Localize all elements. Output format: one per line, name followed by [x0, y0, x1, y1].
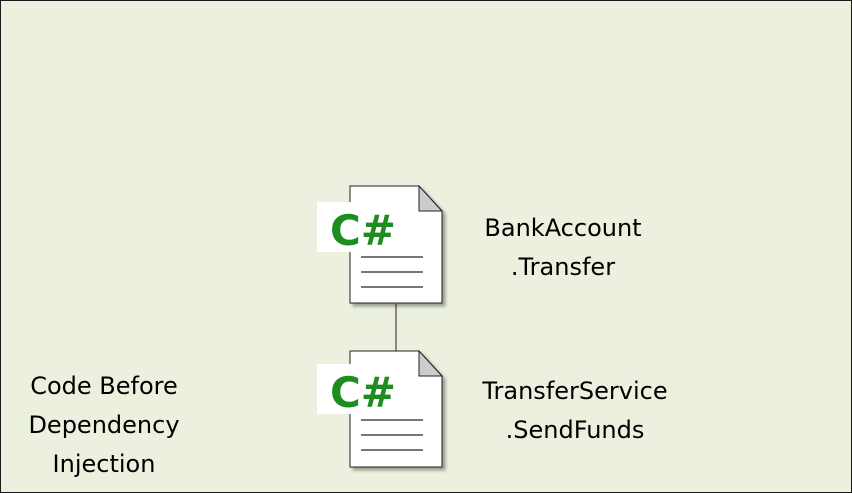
- node-label-transferservice: TransferService .SendFunds: [465, 372, 685, 450]
- diagram-caption: Code Before Dependency Injection: [9, 367, 199, 484]
- file-node-transferservice: C#: [317, 349, 444, 468]
- caption-line: Code Before: [30, 372, 178, 400]
- node-label-bankaccount: BankAccount .Transfer: [453, 209, 673, 287]
- node-label-line: .SendFunds: [505, 416, 645, 444]
- csharp-badge: C#: [330, 368, 396, 417]
- file-node-bankaccount: C#: [317, 184, 444, 304]
- csharp-badge: C#: [330, 206, 396, 255]
- csharp-file-icon: C#: [317, 184, 444, 304]
- node-label-line: TransferService: [482, 377, 668, 405]
- csharp-file-icon: C#: [317, 349, 444, 468]
- node-label-line: .Transfer: [510, 253, 616, 281]
- node-label-line: BankAccount: [484, 214, 642, 242]
- caption-line: Dependency: [28, 411, 180, 439]
- caption-line: Injection: [52, 450, 156, 478]
